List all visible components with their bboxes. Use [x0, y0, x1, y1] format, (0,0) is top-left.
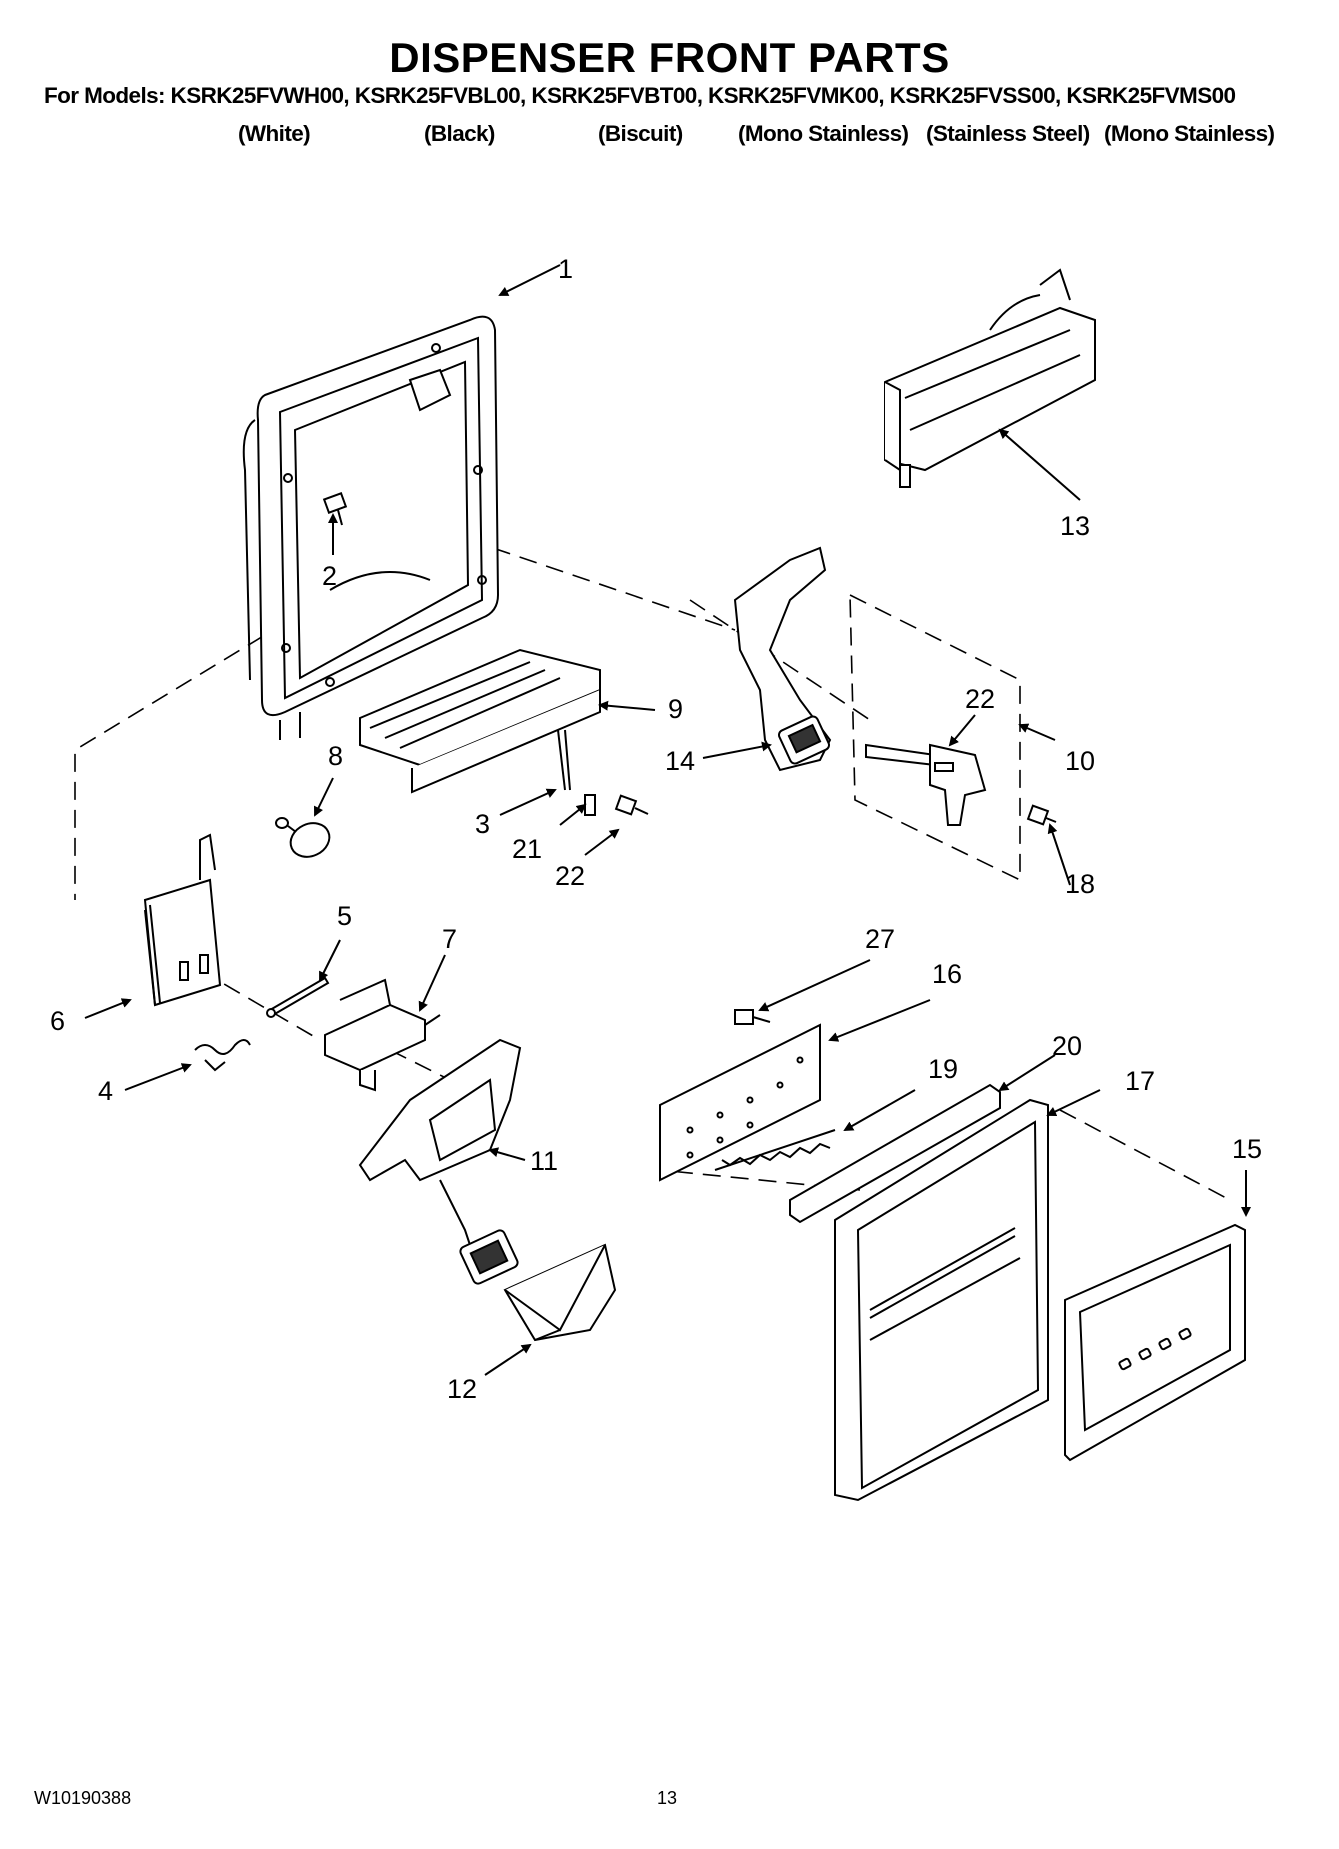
callout-22-screw: 22: [555, 861, 585, 891]
callout-4: 4: [98, 1076, 113, 1106]
callout-19: 19: [928, 1054, 958, 1084]
part-9-drip-tray: [359, 648, 601, 794]
part-22-screw-left: [614, 794, 649, 816]
part-20-light-bar: [789, 1083, 1001, 1224]
page-number: 13: [657, 1788, 678, 1808]
color-label-white: (White): [238, 121, 311, 146]
part-16-plate: [659, 1023, 821, 1182]
callout-leader-arrows: [84, 264, 1251, 1376]
part-13-motor-housing: [884, 268, 1096, 488]
document-number: W10190388: [34, 1788, 132, 1808]
callout-7: 7: [442, 924, 457, 954]
callout-9: 9: [668, 694, 683, 724]
models-line: For Models: KSRK25FVWH00, KSRK25FVBL00, …: [44, 83, 1236, 108]
callout-18: 18: [1065, 869, 1095, 899]
part-17-front-panel: [834, 1098, 1049, 1502]
callout-15: 15: [1232, 1134, 1262, 1164]
callout-6: 6: [50, 1006, 65, 1036]
callout-17: 17: [1125, 1066, 1155, 1096]
callout-27: 27: [865, 924, 895, 954]
callout-14: 14: [665, 746, 695, 776]
part-1-housing-frame: [242, 315, 500, 740]
part-11-ice-lever: [358, 1038, 522, 1285]
part-12-funnel: [503, 1243, 617, 1342]
part-3-switch-strip: [557, 729, 571, 791]
part-5-rod: [266, 976, 330, 1018]
color-label-mono-stainless-2: (Mono Stainless): [1104, 121, 1275, 146]
part-2-screw: [322, 492, 348, 526]
callout-3: 3: [475, 809, 490, 839]
callout-numbers: 1 2 13 9 22 10 14 8 3 21 22 18 5 7 27 16…: [50, 254, 1262, 1404]
callout-2: 2: [322, 561, 337, 591]
page-title: DISPENSER FRONT PARTS: [389, 34, 950, 81]
part-22-bracket: [865, 743, 987, 826]
part-6-control-module: [143, 833, 222, 1007]
color-label-stainless-steel: (Stainless Steel): [926, 121, 1090, 146]
part-19-led-strip: [714, 1129, 836, 1171]
callout-8: 8: [328, 741, 343, 771]
callout-20: 20: [1052, 1031, 1082, 1061]
part-21-spacer: [584, 794, 596, 816]
callout-16: 16: [932, 959, 962, 989]
part-8-plug: [275, 817, 331, 858]
callout-5: 5: [337, 901, 352, 931]
color-label-biscuit: (Biscuit): [598, 121, 683, 146]
color-label-mono-stainless: (Mono Stainless): [738, 121, 909, 146]
part-27-screw: [734, 1009, 771, 1025]
color-label-black: (Black): [424, 121, 495, 146]
part-15-control-panel: [1064, 1223, 1246, 1462]
callout-11: 11: [530, 1146, 558, 1176]
callout-1: 1: [558, 254, 573, 284]
part-7-actuator: [324, 978, 441, 1092]
callout-21: 21: [512, 834, 542, 864]
callout-22-bracket: 22: [965, 684, 995, 714]
part-4-spring: [194, 1039, 251, 1072]
callout-13: 13: [1060, 511, 1090, 541]
part-14-water-lever: [733, 546, 832, 772]
callout-12: 12: [447, 1374, 477, 1404]
part-18-screw: [1026, 804, 1057, 826]
callout-10: 10: [1065, 746, 1095, 776]
